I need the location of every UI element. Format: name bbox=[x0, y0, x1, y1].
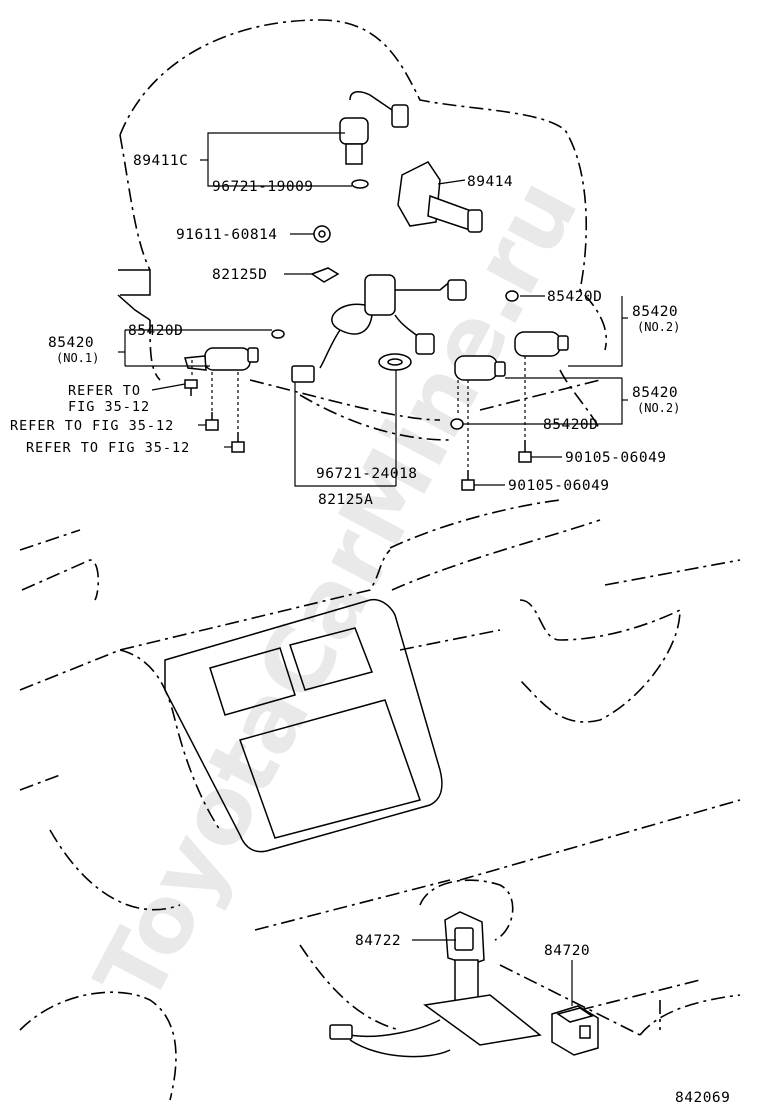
solenoid-85420-no2-mid bbox=[450, 355, 506, 491]
solenoid-85420-no2-top bbox=[505, 290, 569, 463]
watermark-text: ToyotaCarMine.ru bbox=[75, 162, 599, 1020]
harness-center bbox=[291, 274, 467, 383]
label-85420d-top: 85420D bbox=[547, 289, 602, 305]
label-85420d-left: 85420D bbox=[128, 323, 183, 339]
label-84720: 84720 bbox=[544, 943, 590, 959]
ref1-line2: FIG 35-12 bbox=[68, 399, 150, 415]
panel-outline-lower bbox=[19, 499, 741, 1101]
label-85420d-mid: 85420D bbox=[543, 417, 598, 433]
label-85420-no2-mid-sub: (NO.2) bbox=[637, 401, 680, 415]
label-89414: 89414 bbox=[467, 174, 513, 190]
bolt-ref3 bbox=[231, 432, 245, 453]
bolt-91611 bbox=[313, 225, 331, 243]
label-82125d: 82125D bbox=[212, 267, 267, 283]
label-91611-60814: 91611-60814 bbox=[176, 227, 278, 243]
switch-84720 bbox=[551, 1005, 599, 1056]
clamp-82125d bbox=[310, 267, 340, 283]
sensor-89411c bbox=[339, 90, 409, 189]
bolt-ref1 bbox=[184, 379, 198, 396]
label-96721-19009: 96721-19009 bbox=[212, 179, 314, 195]
ref3-text: REFER TO FIG 35-12 bbox=[26, 440, 190, 456]
ref1-line1: REFER TO bbox=[68, 383, 141, 399]
watermark: ToyotaCarMine.ru bbox=[75, 162, 599, 1020]
label-90105-b: 90105-06049 bbox=[508, 478, 610, 494]
diagram-number: 842069 bbox=[675, 1090, 730, 1106]
label-96721-24018: 96721-24018 bbox=[316, 466, 418, 482]
label-90105-a: 90105-06049 bbox=[565, 450, 667, 466]
label-85420-no2-top-sub: (NO.2) bbox=[637, 320, 680, 334]
label-82125a: 82125A bbox=[318, 492, 373, 508]
labels: 89411C 96721-19009 89414 91611-60814 821… bbox=[10, 153, 730, 1106]
label-84722: 84722 bbox=[355, 933, 401, 949]
leaders-upper bbox=[118, 132, 628, 487]
label-85420-no1: 85420 bbox=[48, 335, 94, 351]
solenoid-85420-no1 bbox=[184, 329, 285, 453]
leaders-lower bbox=[412, 939, 573, 1006]
label-85420-no1-sub: (NO.1) bbox=[56, 351, 99, 365]
center-console bbox=[164, 598, 443, 853]
label-85420-no2-mid: 85420 bbox=[632, 385, 678, 401]
label-89411c: 89411C bbox=[133, 153, 188, 169]
ref2-text: REFER TO FIG 35-12 bbox=[10, 418, 174, 434]
bolt-ref2 bbox=[205, 412, 219, 431]
sensor-89414 bbox=[397, 161, 483, 233]
shift-lever-84722 bbox=[329, 879, 542, 1058]
label-85420-no2-top: 85420 bbox=[632, 304, 678, 320]
